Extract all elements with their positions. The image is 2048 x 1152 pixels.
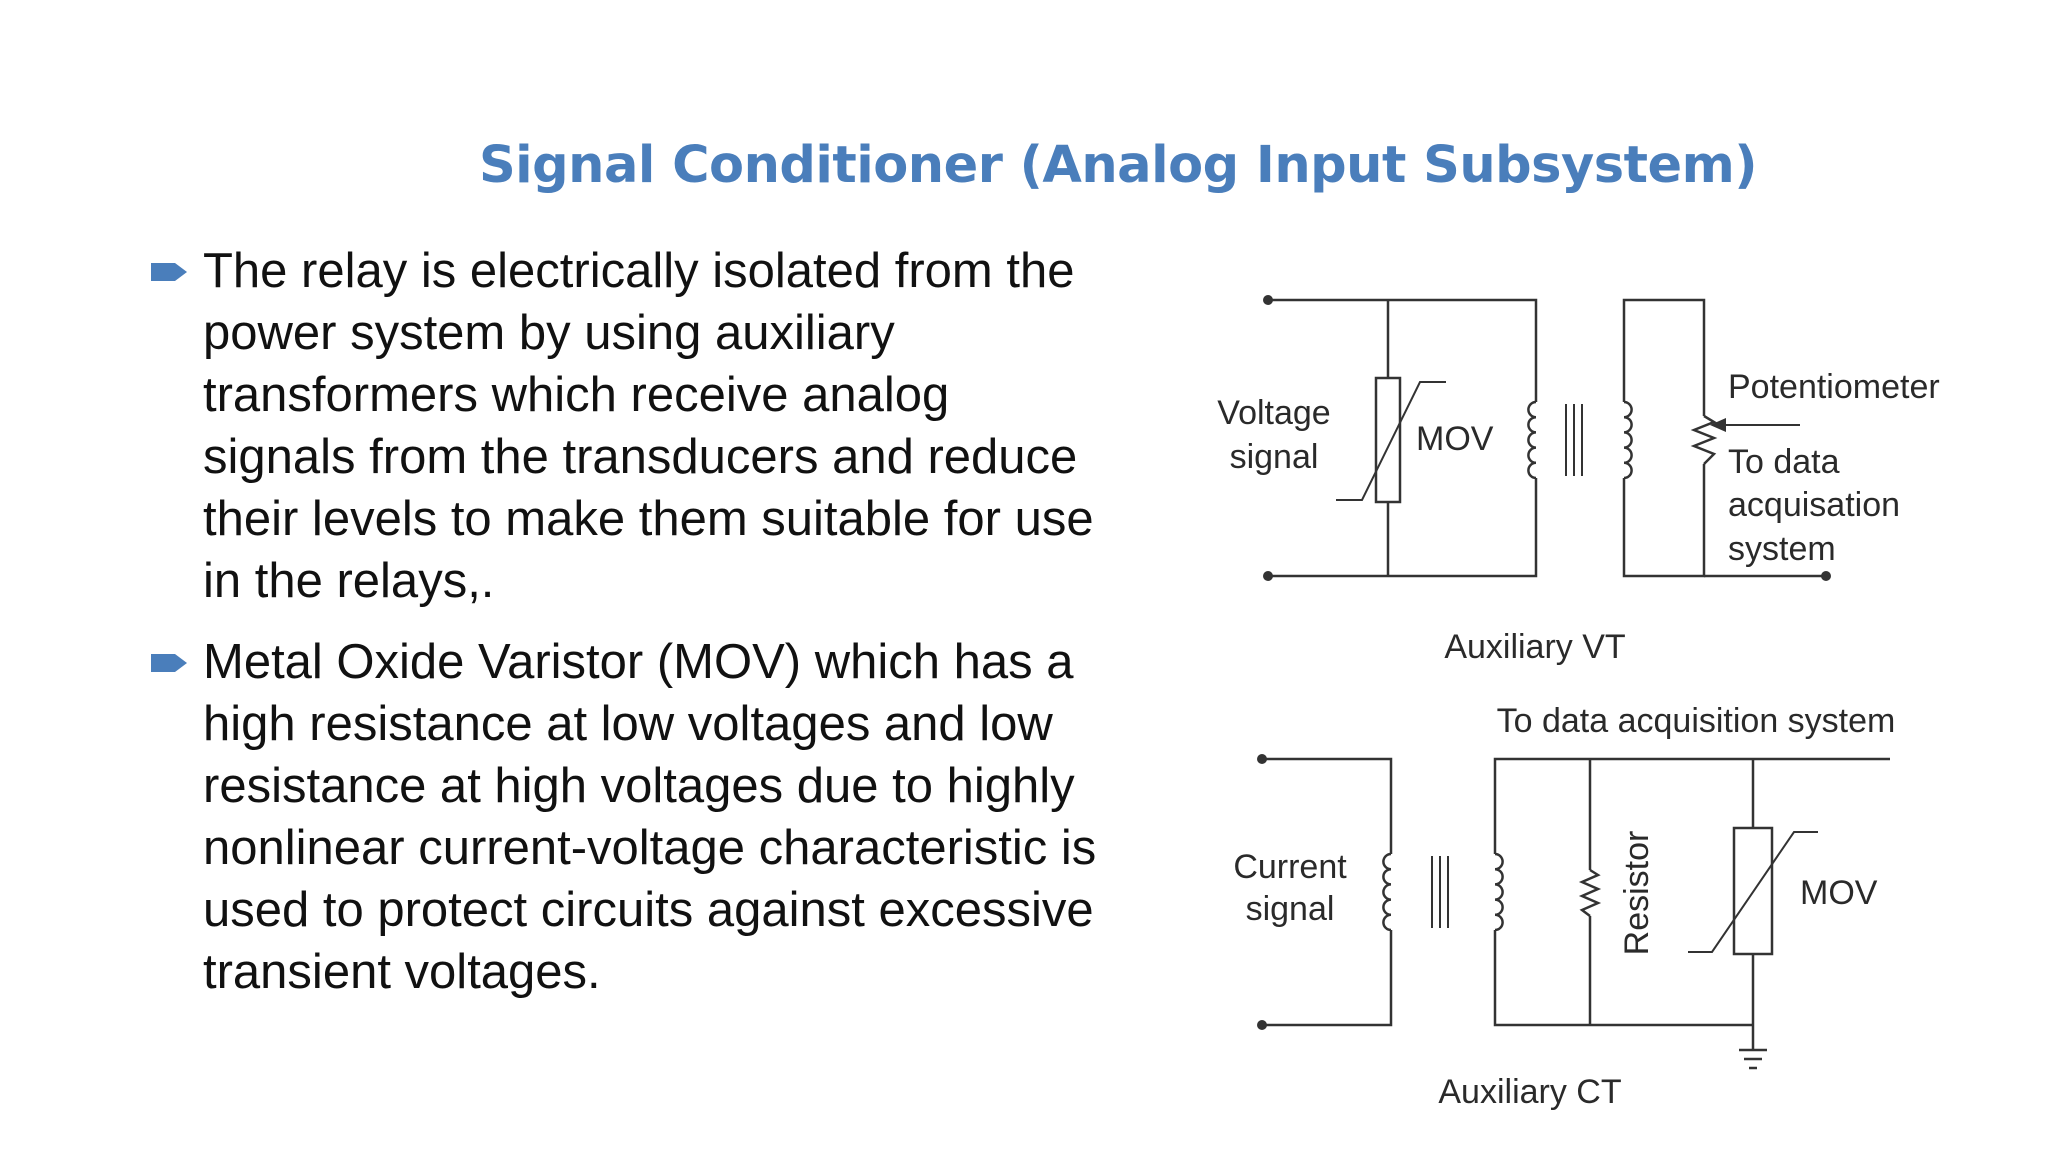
ct-mov-symbol <box>1688 826 1818 956</box>
ct-wiring <box>1262 757 1890 1050</box>
bullet-item-mov: Metal Oxide Varistor (MOV) which has a h… <box>145 631 1165 1003</box>
ct-output-label: To data acquisition system <box>1497 702 1896 740</box>
vt-input-label: Voltage <box>1217 394 1330 432</box>
ct-input-label: Current <box>1233 848 1347 886</box>
ground-icon <box>1739 1048 1767 1070</box>
vt-output-label: To data <box>1728 443 1840 481</box>
vt-transformer-symbol <box>1527 400 1633 480</box>
arrow-bullet-icon <box>151 654 187 672</box>
vt-mov-symbol <box>1336 376 1446 504</box>
ct-caption: Auxiliary CT <box>1438 1073 1621 1111</box>
bullet-text: The relay is electrically isolated from … <box>203 244 1094 608</box>
ct-transformer-symbol <box>1382 852 1504 932</box>
slide-title: Signal Conditioner (Analog Input Subsyst… <box>478 136 1758 195</box>
arrow-bullet-icon <box>151 263 187 281</box>
ct-resistor-symbol <box>1578 868 1602 917</box>
vt-caption: Auxiliary VT <box>1444 628 1625 666</box>
vt-output-label: acquisation <box>1728 486 1900 524</box>
auxiliary-ct-circuit: To data acquisition system Resistor MOV <box>1233 702 1895 1111</box>
vt-wiring <box>1268 298 1826 578</box>
ct-mov-label: MOV <box>1800 874 1878 912</box>
ct-input-label: signal <box>1246 890 1335 928</box>
vt-output-terminal <box>1821 571 1831 581</box>
vt-potentiometer-symbol <box>1690 414 1800 465</box>
ct-resistor-label: Resistor <box>1618 831 1656 956</box>
auxiliary-vt-circuit: Voltage signal MOV Potentiometer To data… <box>1217 295 1940 666</box>
vt-potentiometer-label: Potentiometer <box>1728 368 1940 406</box>
vt-mov-label: MOV <box>1416 420 1494 458</box>
bullet-item-isolation: The relay is electrically isolated from … <box>145 240 1165 612</box>
vt-output-label: system <box>1728 530 1836 568</box>
bullet-text: Metal Oxide Varistor (MOV) which has a h… <box>203 635 1097 999</box>
vt-input-label: signal <box>1230 438 1319 476</box>
bullet-list: The relay is electrically isolated from … <box>145 240 1165 1003</box>
